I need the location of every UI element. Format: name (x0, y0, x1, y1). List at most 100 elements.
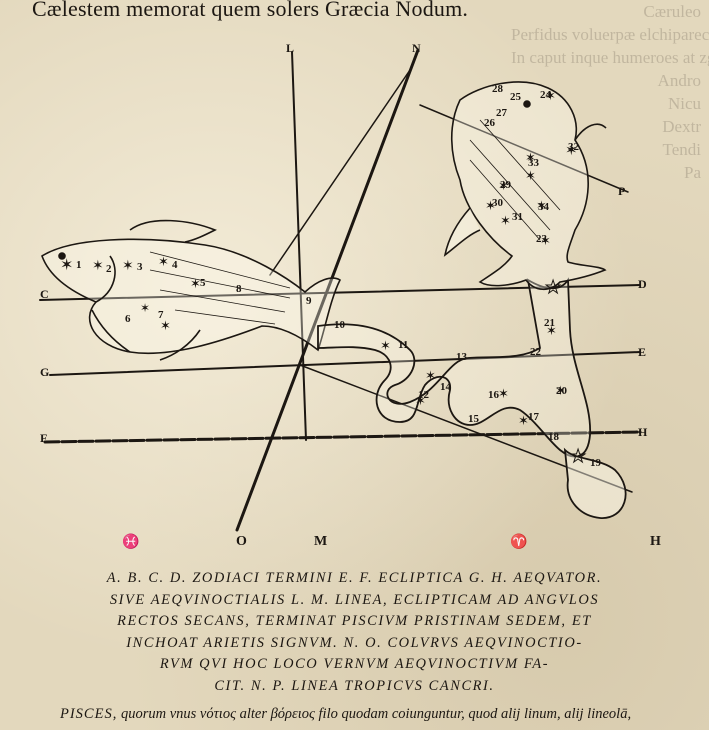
svg-text:✶: ✶ (546, 323, 557, 338)
star-number-label: 25 (510, 91, 522, 103)
star-number-label: 26 (484, 117, 496, 129)
axis-label-o: O (236, 534, 247, 549)
pisces-woodcut-figure: ✶ ✶ ✶ ✶ ✶ ✶ ✶ ✶ ✶ ✶ ✶ ✶ ★ ✶ ✶ ★ ✶ ✶ ✶ ✶ … (39, 41, 648, 532)
svg-text:✶: ✶ (485, 198, 496, 213)
star-number-label: 21 (544, 317, 555, 329)
axis-label-h-side: H (638, 425, 648, 439)
binding-ribbon (317, 277, 627, 519)
axis-label-m: M (314, 534, 328, 549)
bleed-line: Cæruleo (643, 2, 701, 21)
star-number-label: 16 (488, 389, 500, 401)
svg-text:✶: ✶ (545, 88, 556, 103)
bleed-line: Nicu (667, 94, 701, 113)
footer-rest: quorum vnus νότιος alter βόρειος filo qu… (117, 706, 632, 722)
svg-text:✶: ✶ (425, 368, 436, 383)
axis-label-d: D (638, 277, 647, 291)
star-number-label: 28 (492, 83, 504, 95)
star-number-label: 30 (492, 197, 504, 209)
axis-label-f: F (40, 431, 47, 445)
axis-label-e: E (638, 345, 646, 359)
bleed-through-text: Cæruleo Perfidus voluerpæ elchiparectefo… (511, 0, 709, 184)
star-number-label: 22 (530, 346, 542, 358)
line-n-o (235, 48, 420, 532)
footer-lead: PISCES, (60, 706, 118, 722)
star-number-label: 31 (512, 211, 523, 223)
star-number-label: 11 (398, 339, 408, 351)
caption-line: A. B. C. D. ZODIACI TERMINI E. F. ECLIPT… (106, 570, 603, 586)
star-number-label: 17 (528, 411, 540, 423)
caption-line: RVM QVI HOC LOCO VERNVM AEQVINOCTIVM FA- (159, 656, 550, 672)
svg-text:✶: ✶ (540, 233, 551, 248)
aries-sign-label: ♈ (510, 535, 528, 550)
svg-text:✶: ✶ (498, 178, 509, 193)
svg-text:✶: ✶ (565, 143, 578, 159)
star-number-label: 7 (158, 309, 164, 321)
star-number-label: 14 (440, 381, 452, 393)
star-number-label: 32 (568, 141, 580, 153)
southern-fish (41, 219, 342, 361)
bleed-line: Perfidus voluerpæ elchiparecteforme (511, 25, 709, 44)
svg-text:✶: ✶ (140, 301, 150, 315)
svg-text:✶: ✶ (555, 383, 566, 398)
line-n-p (269, 69, 411, 276)
star-number-label: 12 (418, 389, 430, 401)
axis-label-h: H (650, 534, 661, 549)
line-f-h (43, 430, 642, 444)
bleed-line: Tendi (662, 140, 701, 159)
star-number-label: 24 (540, 89, 552, 101)
star-number-label: 18 (548, 431, 560, 443)
svg-text:✶: ✶ (60, 257, 73, 274)
figure-caption: A. B. C. D. ZODIACI TERMINI E. F. ECLIPT… (22, 568, 687, 697)
constellation-stars: ✶ ✶ ✶ ✶ ✶ ✶ ✶ ✶ ✶ ✶ ✶ ✶ ★ ✶ ✶ ★ ✶ ✶ ✶ ✶ … (60, 88, 587, 467)
star-number-label: 4 (172, 259, 178, 271)
star-number-label: 15 (468, 413, 480, 425)
pisces-sign-label: ♓ (122, 535, 140, 550)
northern-fish (443, 81, 607, 291)
axis-label-p: P (618, 184, 625, 198)
line-l-m (291, 51, 307, 441)
svg-text:✶: ✶ (158, 254, 169, 269)
svg-text:✶: ✶ (525, 150, 536, 165)
axis-label-l: L (286, 41, 294, 55)
svg-text:✶: ✶ (160, 318, 171, 333)
caption-line: CIT. N. P. LINEA TROPICVS CANCRI. (214, 677, 495, 694)
star-number-label: 20 (556, 385, 568, 397)
svg-text:★: ★ (570, 446, 586, 466)
star-number-label: 9 (306, 295, 312, 307)
star-number-label: 33 (528, 157, 540, 169)
svg-text:✶: ✶ (380, 338, 391, 353)
bleed-line: In caput inque humeroes at zgram machina… (511, 48, 709, 67)
bleed-line: Pa (684, 163, 701, 182)
svg-text:✶: ✶ (500, 213, 511, 228)
svg-text:✶: ✶ (190, 276, 201, 291)
star-number-label: 23 (536, 233, 548, 245)
star-number-label: 1 (76, 259, 82, 271)
star-number-label: 10 (334, 319, 346, 331)
star-number-label: 6 (125, 313, 131, 325)
bleed-line: Andro (657, 71, 701, 90)
star-number-label: 8 (236, 283, 242, 295)
star-number-label: 34 (538, 201, 550, 213)
footer-text-line: PISCES, quorum vnus νότιος alter βόρειος… (60, 706, 631, 723)
axis-label-c: C (40, 287, 49, 301)
axis-label-g: G (40, 365, 49, 379)
star-number-label: 2 (106, 263, 112, 275)
line-diagonal (299, 364, 633, 493)
verse-line: Cælestem memorat quem solers Græcia Nodu… (32, 0, 469, 21)
star-number-label: 13 (456, 351, 468, 363)
svg-text:★: ★ (545, 277, 561, 297)
star-number-label: 27 (496, 107, 508, 119)
star-number-label: 5 (200, 277, 206, 289)
caption-line: RECTOS SECANS, TERMINAT PISCIVM PRISTINA… (117, 613, 592, 629)
star-number-label: 3 (137, 261, 143, 273)
line-north-fish (419, 104, 629, 193)
bleed-line: Dextr (662, 117, 701, 136)
star-number-label: 19 (590, 457, 602, 469)
svg-text:✶: ✶ (518, 413, 529, 428)
line-c-d (39, 284, 641, 301)
star-number-label: 29 (500, 179, 512, 191)
svg-text:✶: ✶ (92, 259, 104, 274)
svg-text:✶: ✶ (498, 386, 509, 401)
star-number-labels: 1 2 3 4 5 6 7 8 9 10 11 12 13 14 15 16 1… (76, 83, 602, 469)
